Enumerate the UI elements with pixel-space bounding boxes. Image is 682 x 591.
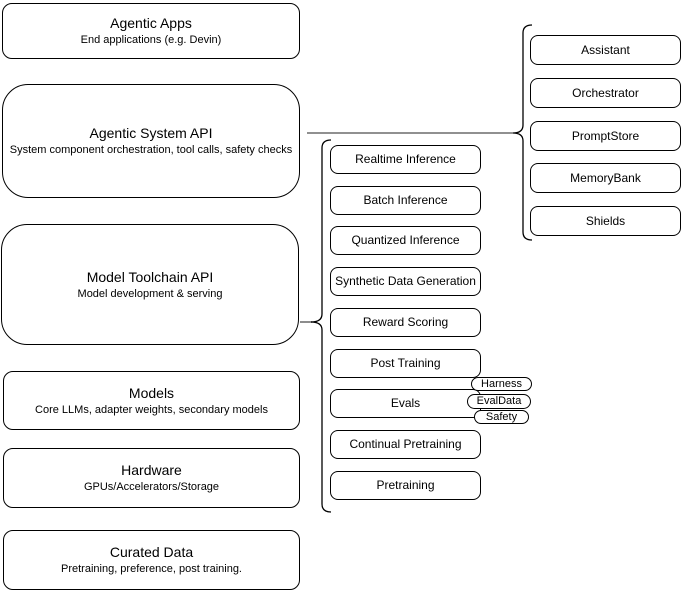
toolchain-component-evals: Evals — [330, 389, 481, 418]
node-subtitle: Pretraining, preference, post training. — [61, 563, 242, 575]
system-component-promptstore: PromptStore — [530, 121, 681, 151]
toolchain-component-quantized-inference: Quantized Inference — [330, 226, 481, 255]
toolchain-component-reward-scoring: Reward Scoring — [330, 308, 481, 337]
node-subtitle: GPUs/Accelerators/Storage — [83, 481, 220, 493]
eval-tag-evaldata: EvalData — [467, 394, 531, 409]
toolchain-component-batch-inference: Batch Inference — [330, 186, 481, 215]
node-subtitle: Model development & serving — [77, 287, 223, 300]
toolchain-component-continual-pretraining: Continual Pretraining — [330, 430, 481, 459]
system-component-assistant: Assistant — [530, 35, 681, 65]
node-title: Models — [128, 384, 175, 401]
node-title: Curated Data — [109, 544, 194, 560]
toolchain-component-post-training: Post Training — [330, 349, 481, 378]
system-component-orchestrator: Orchestrator — [530, 78, 681, 108]
system-component-shields: Shields — [530, 206, 681, 236]
node-title: Model Toolchain API — [86, 268, 214, 285]
node-title: Agentic System API — [89, 125, 213, 141]
node-agentic-system-api: Agentic System API System component orche… — [2, 84, 300, 198]
node-title: Hardware — [121, 462, 182, 478]
node-subtitle: End applications (e.g. Devin) — [80, 34, 222, 46]
system-component-memorybank: MemoryBank — [530, 163, 681, 193]
node-subtitle: Core LLMs, adapter weights, secondary mo… — [35, 403, 268, 416]
toolchain-components-bracket — [310, 139, 332, 513]
node-title: Agentic Apps — [110, 15, 192, 31]
toolchain-component-realtime-inference: Realtime Inference — [330, 145, 481, 174]
eval-tag-harness: Harness — [471, 377, 532, 391]
node-subtitle: System component orchestration, tool cal… — [9, 144, 293, 156]
node-model-toolchain-api: Model Toolchain API Model development & s… — [1, 224, 299, 345]
toolchain-component-synthetic-data-generation: Synthetic Data Generation — [330, 267, 481, 296]
toolchain-component-pretraining: Pretraining — [330, 471, 481, 500]
eval-tag-safety: Safety — [474, 410, 529, 424]
